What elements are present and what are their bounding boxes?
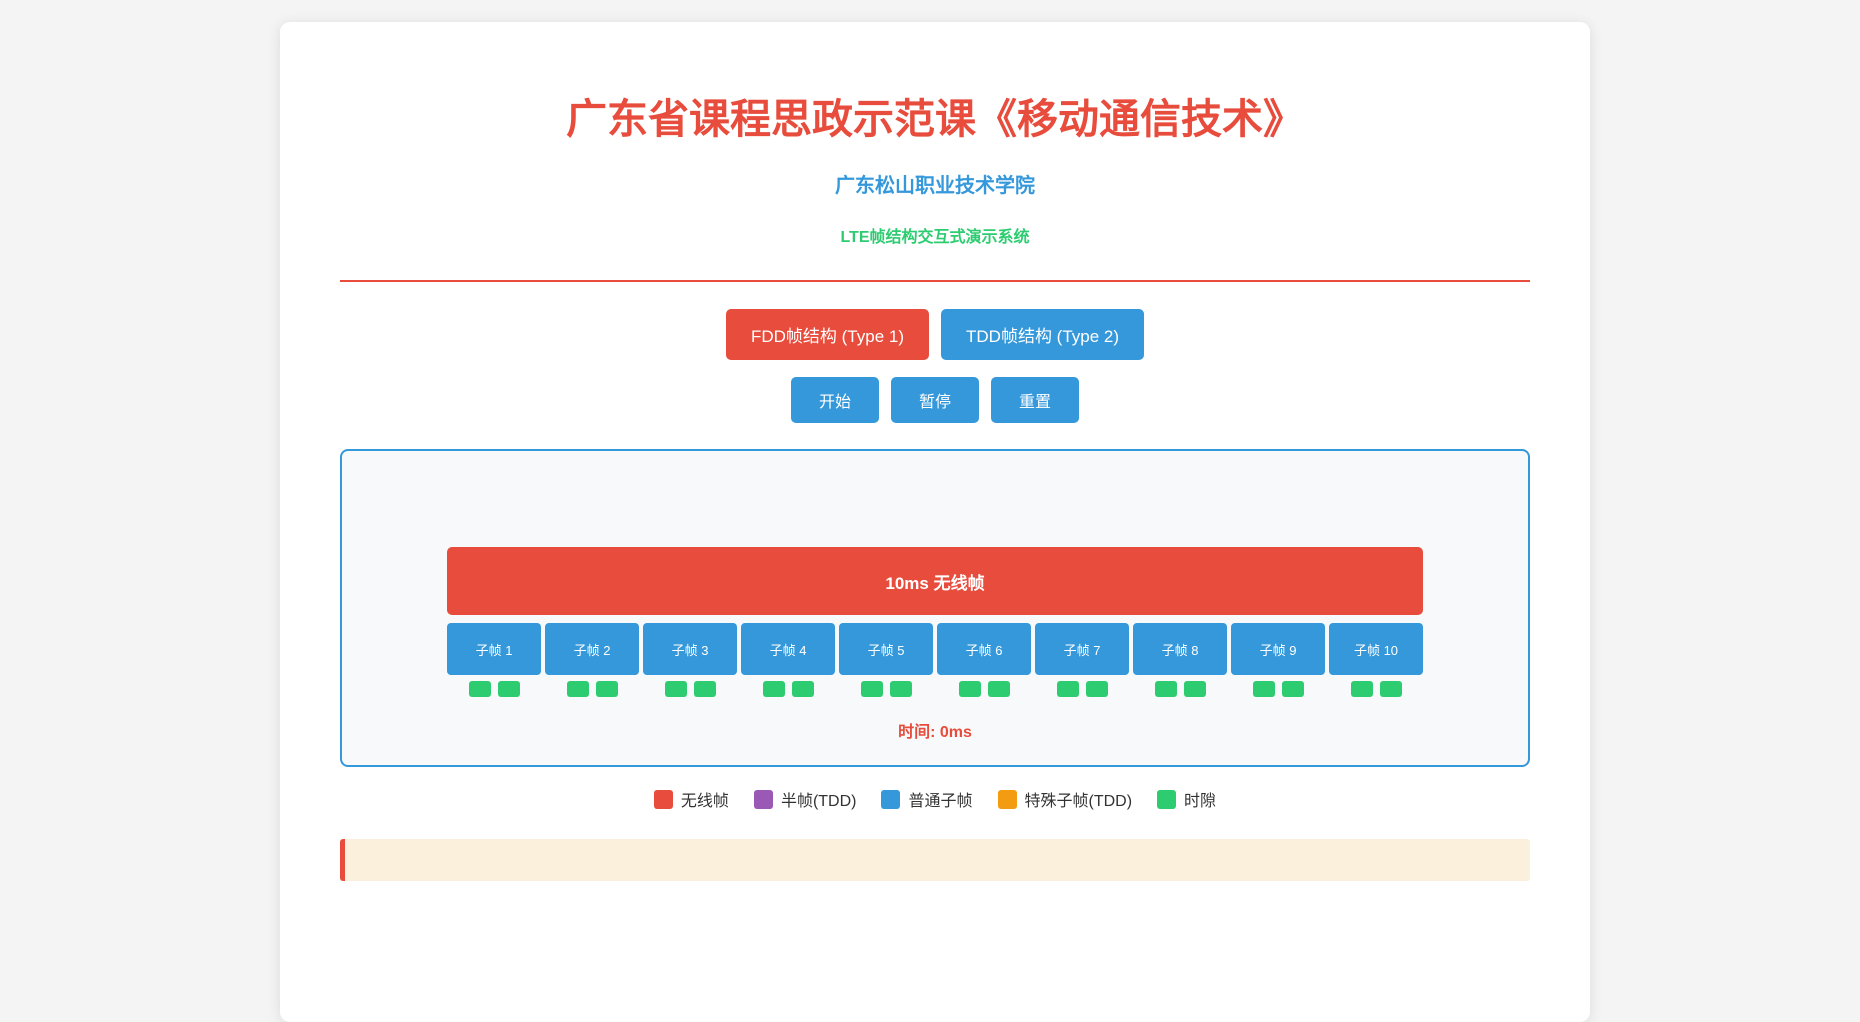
legend-label: 半帧(TDD) — [780, 793, 857, 811]
subframe-box[interactable]: 子帧 7 — [1035, 623, 1129, 676]
slot-box — [958, 681, 981, 698]
subframe-cell: 子帧 10 — [1329, 623, 1423, 698]
start-button[interactable]: 开始 — [790, 377, 879, 424]
slot-box — [664, 681, 687, 698]
slot-box — [468, 681, 491, 698]
main-card: 广东省课程思政示范课《移动通信技术》 广东松山职业技术学院 LTE帧结构交互式演… — [280, 22, 1590, 1022]
slot-box — [566, 681, 589, 698]
subframe-cell: 子帧 8 — [1133, 623, 1227, 698]
slot-box — [1056, 681, 1079, 698]
slot-row — [762, 681, 814, 698]
page-title: 广东省课程思政示范课《移动通信技术》 — [566, 96, 1304, 142]
header-divider — [340, 280, 1530, 283]
subframe-cell: 子帧 6 — [937, 623, 1031, 698]
legend-label: 时隙 — [1184, 793, 1217, 811]
legend-swatch — [881, 789, 901, 809]
slot-box — [1154, 681, 1177, 698]
legend-item: 无线帧 — [653, 787, 729, 811]
slot-row — [664, 681, 716, 698]
slot-box — [791, 681, 814, 698]
subframe-cell: 子帧 3 — [643, 623, 737, 698]
slot-box — [1085, 681, 1108, 698]
slot-box — [762, 681, 785, 698]
subframe-box[interactable]: 子帧 2 — [545, 623, 639, 676]
legend: 无线帧 半帧(TDD) 普通子帧 特殊子帧(TDD) 时隙 — [340, 787, 1530, 811]
slot-box — [1379, 681, 1402, 698]
subframe-cell: 子帧 9 — [1231, 623, 1325, 698]
time-display: 时间: 0ms — [898, 724, 972, 742]
slot-box — [497, 681, 520, 698]
mode-button-fdd[interactable]: FDD帧结构 (Type 1) — [725, 309, 929, 361]
subframe-box[interactable]: 子帧 1 — [447, 623, 541, 676]
subframe-cell: 子帧 1 — [447, 623, 541, 698]
legend-item: 半帧(TDD) — [753, 787, 857, 811]
info-note — [340, 839, 1530, 882]
header: 广东省课程思政示范课《移动通信技术》 广东松山职业技术学院 LTE帧结构交互式演… — [340, 92, 1530, 283]
slot-row — [1056, 681, 1108, 698]
subframe-cell: 子帧 2 — [545, 623, 639, 698]
slot-row — [566, 681, 618, 698]
subframe-box[interactable]: 子帧 8 — [1133, 623, 1227, 676]
slot-box — [1281, 681, 1304, 698]
legend-label: 普通子帧 — [908, 793, 973, 811]
subframe-box[interactable]: 子帧 6 — [937, 623, 1031, 676]
pause-button[interactable]: 暂停 — [890, 377, 979, 424]
slot-box — [1350, 681, 1373, 698]
radio-frame-bar: 10ms 无线帧 — [447, 547, 1423, 616]
organization-name: 广东松山职业技术学院 — [835, 175, 1035, 198]
legend-swatch — [1157, 789, 1177, 809]
control-button-group: 开始 暂停 重置 — [340, 377, 1530, 424]
slot-box — [987, 681, 1010, 698]
legend-swatch — [997, 789, 1017, 809]
slot-box — [693, 681, 716, 698]
slot-box — [1252, 681, 1275, 698]
slot-box — [889, 681, 912, 698]
legend-swatch — [653, 789, 673, 809]
legend-item: 特殊子帧(TDD) — [997, 787, 1133, 811]
slot-row — [1252, 681, 1304, 698]
mode-button-group: FDD帧结构 (Type 1) TDD帧结构 (Type 2) — [340, 309, 1530, 361]
subframe-box[interactable]: 子帧 10 — [1329, 623, 1423, 676]
legend-item: 时隙 — [1157, 787, 1216, 811]
subframe-box[interactable]: 子帧 5 — [839, 623, 933, 676]
legend-label: 无线帧 — [680, 793, 729, 811]
legend-swatch — [753, 789, 773, 809]
slot-row — [1154, 681, 1206, 698]
slot-box — [1183, 681, 1206, 698]
slot-row — [1350, 681, 1402, 698]
subframe-box[interactable]: 子帧 3 — [643, 623, 737, 676]
legend-item: 普通子帧 — [881, 787, 973, 811]
subframe-cell: 子帧 4 — [741, 623, 835, 698]
subframe-cell: 子帧 7 — [1035, 623, 1129, 698]
subframe-box[interactable]: 子帧 4 — [741, 623, 835, 676]
subframe-box[interactable]: 子帧 9 — [1231, 623, 1325, 676]
subframe-cell: 子帧 5 — [839, 623, 933, 698]
legend-label: 特殊子帧(TDD) — [1024, 793, 1133, 811]
slot-row — [860, 681, 912, 698]
slot-box — [595, 681, 618, 698]
reset-button[interactable]: 重置 — [991, 377, 1080, 424]
mode-button-tdd[interactable]: TDD帧结构 (Type 2) — [941, 309, 1145, 361]
slot-box — [860, 681, 883, 698]
slot-row — [958, 681, 1010, 698]
system-name: LTE帧结构交互式演示系统 — [840, 229, 1030, 247]
slot-row — [468, 681, 520, 698]
